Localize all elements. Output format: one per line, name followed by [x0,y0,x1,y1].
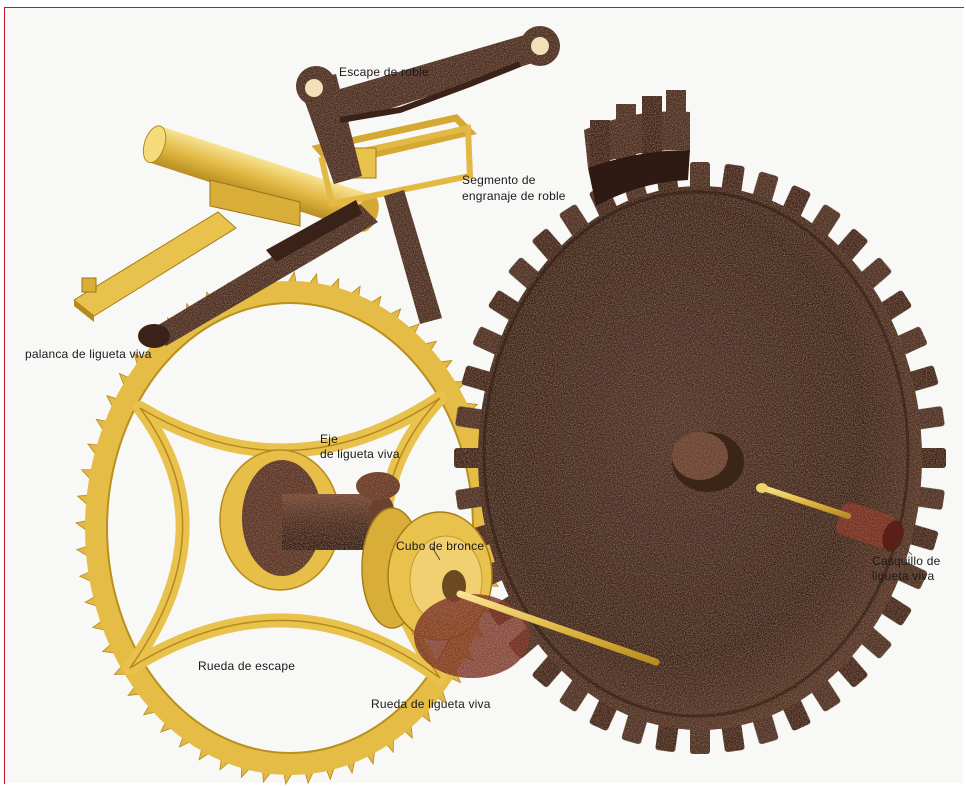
label-escape-wheel: Rueda de escape [198,659,295,673]
label-arbor-line2: de ligueta viva [320,447,400,461]
label-engaging-segment-line2: engranaje de roble [462,189,566,203]
label-pawl-sleeve-line1: Casquillo de [872,554,940,568]
wood-wheel-tooth [690,162,710,190]
wood-wheel-hub [672,432,744,492]
label-pawl-lever: palanca de ligueta viva [25,347,152,361]
label-pawl-sleeve-line2: ligueta viva [872,569,934,583]
label-engaging-segment-line1: Segmento de [462,173,536,187]
label-arbor-line1: Eje [320,432,338,446]
wood-wheel-tooth [918,448,946,468]
label-oak-escape: Escape de roble [339,65,429,79]
wood-wheel-tooth [454,448,482,468]
label-live-pawl-wheel: Rueda de ligueta viva [371,697,491,711]
label-bronze-hub: Cubo de bronce [396,539,484,553]
wood-wheel-tooth [690,726,710,754]
brass-pin-head [756,483,768,493]
